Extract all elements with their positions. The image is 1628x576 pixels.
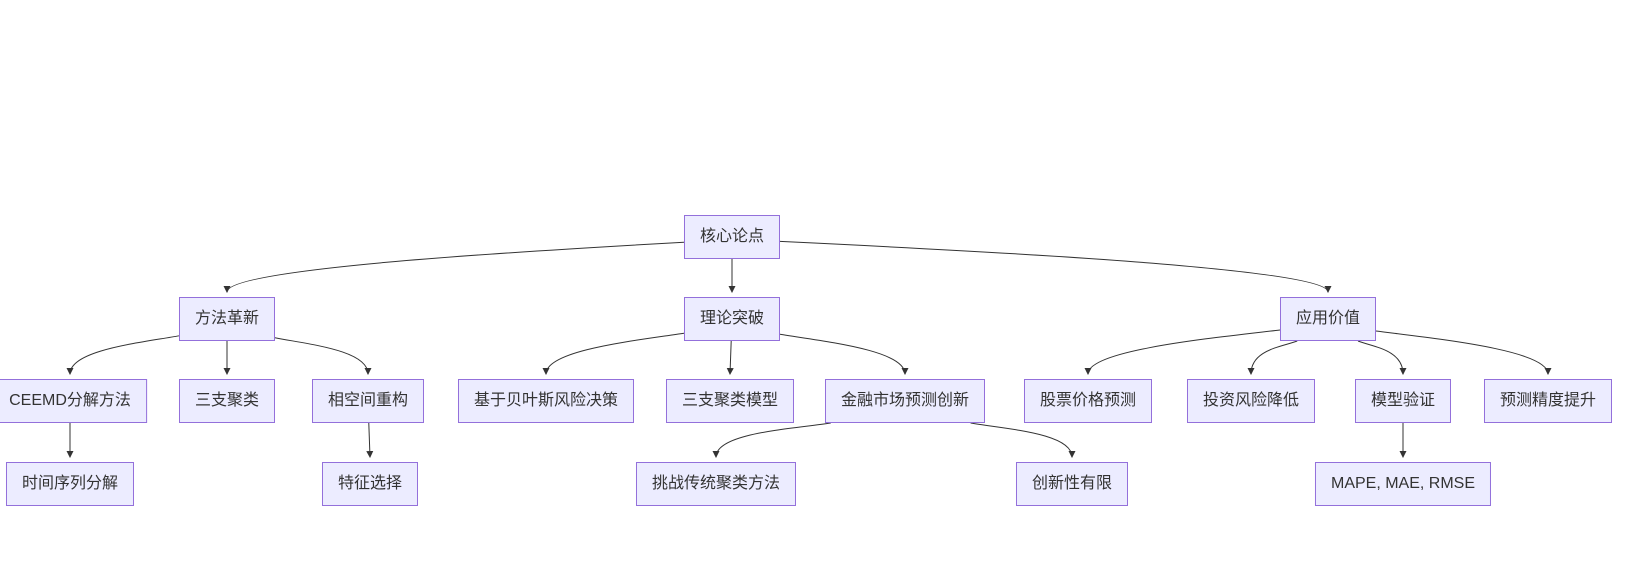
node-limited-novelty: 创新性有限 [1015, 462, 1129, 506]
edge-financial-forecast-innovation-to-limited-novelty [970, 422, 1076, 459]
node-investment-risk-reduction: 投资风险降低 [1186, 379, 1316, 423]
node-time-series-decomposition: 时间序列分解 [5, 462, 135, 506]
node-ceemd-decomposition: CEEMD分解方法 [0, 379, 147, 423]
edge-theory-breakthrough-to-financial-forecast-innovation [779, 333, 909, 376]
edge-application-value-to-stock-price-prediction [1084, 329, 1281, 376]
edge-application-value-to-prediction-accuracy-improvement [1375, 330, 1552, 376]
node-method-innovation: 方法革新 [178, 297, 276, 341]
node-feature-selection: 特征选择 [321, 462, 419, 506]
edge-financial-forecast-innovation-to-challenge-traditional-clustering [712, 422, 831, 459]
node-three-way-clustering: 三支聚类 [178, 379, 276, 423]
node-application-value: 应用价值 [1279, 297, 1377, 341]
edges-group [66, 240, 1552, 459]
node-model-validation: 模型验证 [1354, 379, 1452, 423]
edge-core-thesis-to-method-innovation [223, 241, 685, 294]
edge-phase-space-reconstruction-to-feature-selection [366, 422, 374, 459]
node-stock-price-prediction: 股票价格预测 [1023, 379, 1153, 423]
edge-theory-breakthrough-to-bayesian-risk-decision [542, 332, 685, 376]
edge-core-thesis-to-application-value [779, 240, 1332, 294]
edge-application-value-to-model-validation [1357, 340, 1407, 376]
node-financial-forecast-innovation: 金融市场预测创新 [824, 379, 986, 423]
node-bayesian-risk-decision: 基于贝叶斯风险决策 [457, 379, 635, 423]
edge-method-innovation-to-phase-space-reconstruction [274, 337, 372, 376]
node-metrics-mape-mae-rmse: MAPE, MAE, RMSE [1314, 462, 1492, 506]
edge-method-innovation-to-ceemd-decomposition [66, 335, 180, 376]
node-three-way-cluster-model: 三支聚类模型 [665, 379, 795, 423]
node-phase-space-reconstruction: 相空间重构 [311, 379, 425, 423]
node-core-thesis: 核心论点 [683, 215, 781, 259]
node-prediction-accuracy-improvement: 预测精度提升 [1483, 379, 1613, 423]
node-theory-breakthrough: 理论突破 [683, 297, 781, 341]
edge-theory-breakthrough-to-three-way-cluster-model [726, 340, 734, 376]
node-challenge-traditional-clustering: 挑战传统聚类方法 [635, 462, 797, 506]
edge-application-value-to-investment-risk-reduction [1247, 340, 1298, 376]
